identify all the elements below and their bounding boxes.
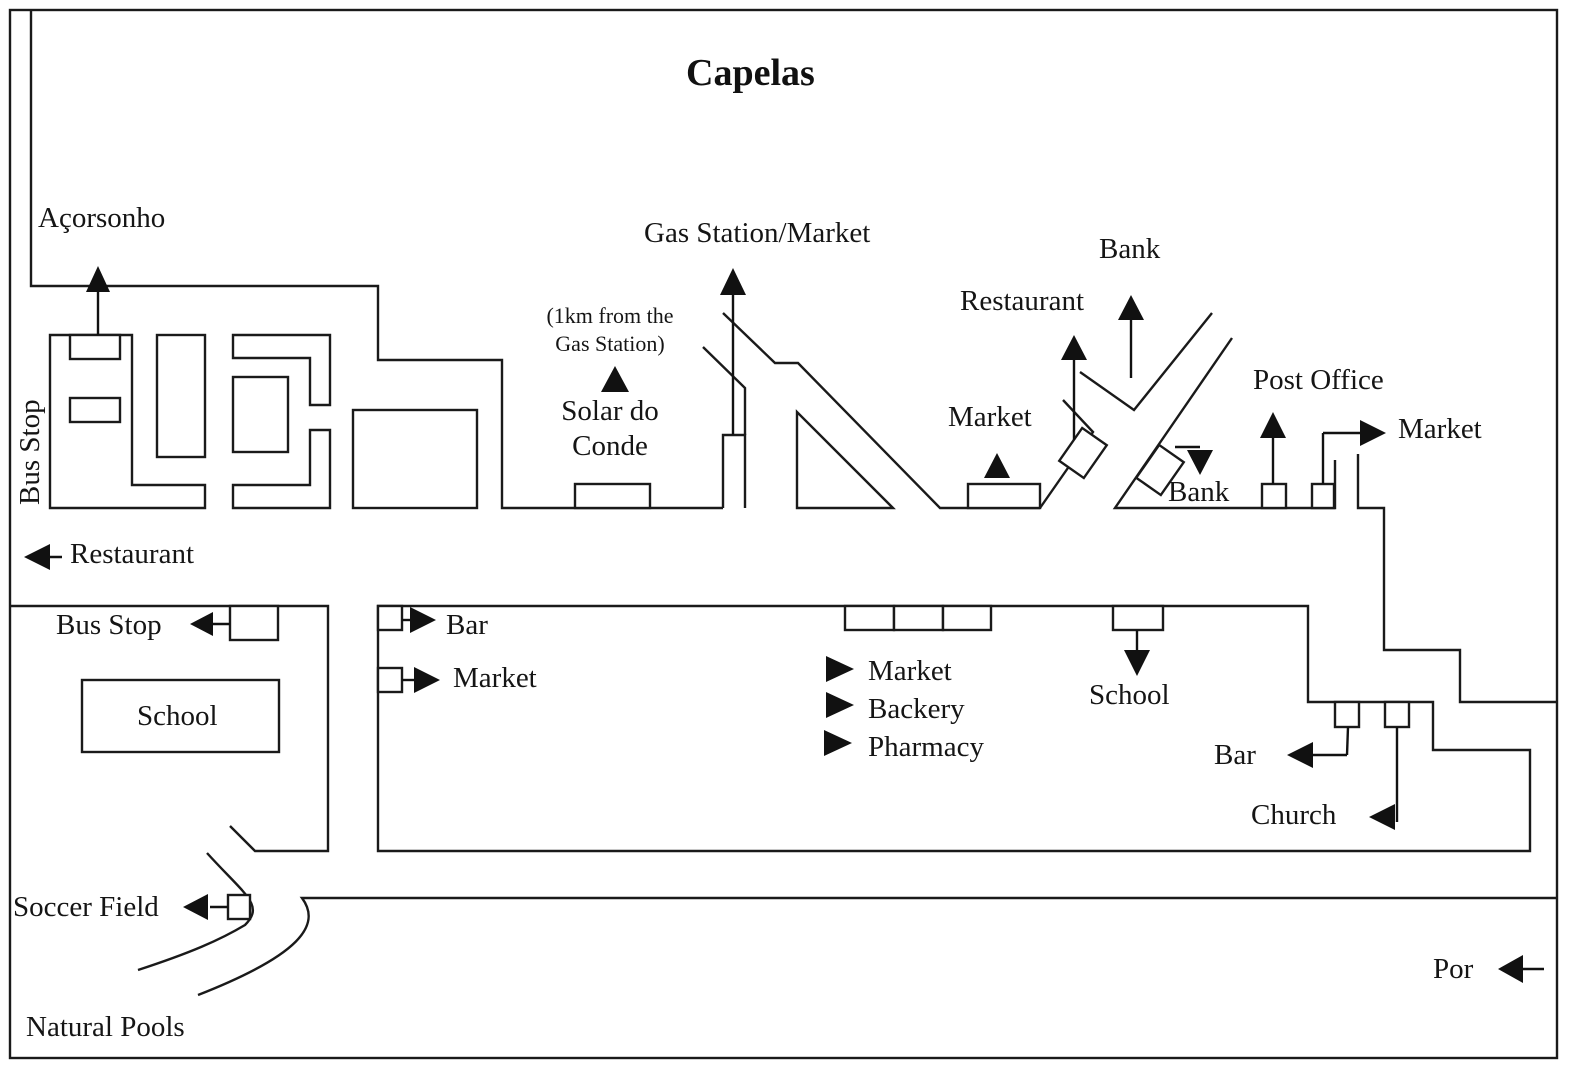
road-north-edge — [29, 10, 723, 510]
label-solar-note-line1: (1km from the — [546, 303, 674, 328]
label-school-center: School — [1089, 679, 1170, 711]
arrow-bank-north — [1118, 295, 1144, 378]
label-solar-line1: Solar do — [561, 395, 659, 427]
label-bus-stop-south: Bus Stop — [56, 609, 162, 641]
map-title: Capelas — [686, 52, 815, 94]
building-bus-stop-south — [228, 604, 280, 642]
block-south-main — [376, 604, 1532, 853]
map-frame — [8, 8, 1559, 1060]
building-bar-east — [1333, 700, 1361, 729]
building-large — [351, 408, 479, 510]
label-bar-east: Bar — [1214, 739, 1256, 771]
label-bakery-center: Backery — [868, 693, 965, 725]
building-row-1 — [843, 604, 896, 632]
label-solar-note-line2: Gas Station) — [555, 330, 665, 356]
arrow-bar-east — [1287, 726, 1350, 768]
label-pharmacy-center: Pharmacy — [868, 731, 984, 763]
building-gas-station — [721, 433, 747, 508]
label-church: Church — [1251, 799, 1337, 831]
building-row-2 — [892, 604, 945, 632]
label-restaurant-west: Restaurant — [70, 538, 195, 570]
road-east-edge — [1356, 454, 1557, 704]
arrow-acorsonho — [86, 266, 110, 335]
label-gas-station-market: Gas Station/Market — [644, 217, 871, 249]
triangle-block — [795, 409, 896, 510]
arrow-church — [1369, 727, 1399, 830]
label-bank-south: Bank — [1168, 476, 1230, 508]
arrow-bar-west — [402, 607, 436, 633]
block-bus-stop — [48, 333, 207, 510]
arrow-bakery-center — [826, 692, 854, 718]
arrow-market-north — [984, 453, 1010, 478]
arrow-pharmacy-center — [824, 730, 852, 756]
building-soccer-field — [226, 893, 252, 921]
building-school-west — [80, 678, 281, 754]
arrow-bus-stop-south — [190, 612, 230, 636]
building-tall — [155, 333, 207, 459]
label-natural-pools: Natural Pools — [26, 1011, 185, 1043]
label-bus-stop-vertical: Bus Stop — [14, 399, 46, 505]
building-market-east — [1310, 482, 1336, 510]
label-market-west: Market — [453, 662, 537, 694]
road-diagonal-upper — [702, 346, 747, 435]
label-market-north: Market — [948, 401, 1032, 433]
building-post-office — [1260, 482, 1288, 510]
building-small-1 — [68, 333, 122, 361]
label-solar-note: (1km from the Gas Station) — [535, 302, 685, 357]
building-row-3 — [941, 604, 993, 632]
arrow-post-office — [1260, 412, 1286, 484]
label-bank-north: Bank — [1099, 233, 1161, 265]
arrow-school-center — [1124, 630, 1150, 676]
arrow-restaurant-north — [1061, 335, 1087, 440]
road-y-inner — [1079, 312, 1213, 412]
building-restaurant-north — [1057, 426, 1109, 480]
arrow-market-east — [1321, 420, 1386, 484]
arrow-restaurant-west — [24, 544, 62, 570]
building-market-north — [966, 482, 1042, 510]
label-acorsonho: Açorsonho — [38, 202, 166, 234]
building-bank-south — [1134, 443, 1186, 497]
label-solar-do-conde: Solar do Conde — [545, 394, 675, 464]
arrow-market-center — [826, 656, 854, 682]
label-school-block: School — [137, 700, 218, 732]
building-small-2 — [68, 396, 122, 424]
label-por: Por — [1433, 953, 1474, 985]
block-southwest — [10, 604, 330, 853]
arrow-por — [1498, 955, 1544, 983]
arrow-solar — [601, 366, 629, 392]
block-c-bottom — [231, 428, 332, 510]
building-solar-do-conde — [573, 482, 652, 510]
label-soccer-field: Soccer Field — [13, 891, 159, 923]
building-church — [1383, 700, 1411, 729]
building-bar-west — [376, 604, 404, 632]
label-restaurant-north: Restaurant — [960, 285, 1085, 317]
road-curve-west — [137, 852, 255, 972]
label-solar-line2: Conde — [572, 429, 648, 462]
label-market-center: Market — [868, 655, 952, 687]
arrow-market-west — [402, 667, 440, 693]
label-post-office: Post Office — [1253, 364, 1384, 396]
building-market-west — [376, 666, 404, 694]
label-bar-west: Bar — [446, 609, 488, 641]
arrow-bank-south — [1175, 445, 1213, 475]
road-bottom-edge — [197, 896, 1557, 997]
arrow-gas-station — [720, 268, 746, 435]
block-c-top — [231, 333, 332, 407]
building-school-center — [1111, 604, 1165, 632]
building-square — [231, 375, 290, 454]
label-market-east: Market — [1398, 413, 1482, 445]
arrow-soccer-field — [183, 894, 228, 920]
